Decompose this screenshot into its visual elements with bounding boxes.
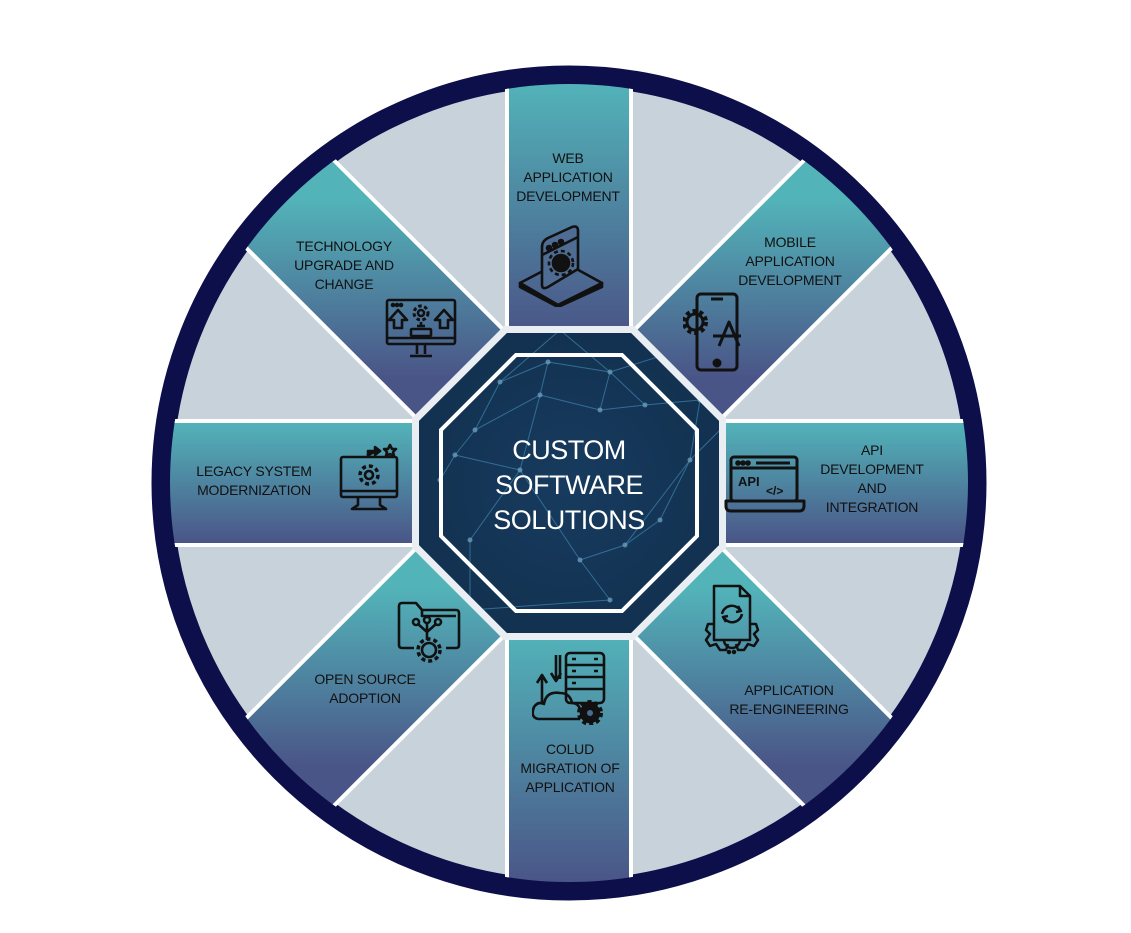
segment-label-legacy: LEGACY SYSTEM MODERNIZATION xyxy=(174,462,334,500)
center-octagon-outline xyxy=(439,353,699,613)
label-line: CHANGE xyxy=(314,276,374,292)
label-line: APPLICATION xyxy=(523,169,613,185)
monitor-upgrade-arrows-icon xyxy=(384,298,458,360)
network-node xyxy=(497,379,503,385)
network-line xyxy=(659,459,691,521)
center-title-line: CUSTOM xyxy=(512,435,626,465)
segment-label-open-source: OPEN SOURCE ADOPTION xyxy=(285,670,445,708)
monitor-gear-upgrade-icon xyxy=(338,441,402,513)
document-sync-gear-icon xyxy=(702,584,762,660)
label-line: APPLICATION xyxy=(525,779,615,795)
segment-label-web-app: WEB APPLICATION DEVELOPMENT xyxy=(488,149,648,206)
label-line: TECHNOLOGY xyxy=(295,238,392,254)
label-line: ADOPTION xyxy=(329,690,401,706)
network-node xyxy=(537,392,543,398)
network-node xyxy=(622,542,628,548)
network-node xyxy=(577,557,583,563)
network-line xyxy=(499,361,549,383)
label-line: LEGACY SYSTEM xyxy=(196,463,312,479)
network-line xyxy=(469,469,521,541)
label-line: DEVELOPMENT xyxy=(738,272,842,288)
center-title: CUSTOM SOFTWARE SOLUTIONS xyxy=(469,433,669,538)
network-node xyxy=(687,457,693,463)
api-laptop-icon: API </> xyxy=(724,454,806,514)
network-node xyxy=(545,359,551,365)
network-node xyxy=(597,407,603,413)
network-node xyxy=(517,467,523,473)
center-title-line: SOLUTIONS xyxy=(493,505,645,535)
svg-text:</>: </> xyxy=(766,484,783,498)
network-line xyxy=(624,459,691,546)
network-line xyxy=(469,599,611,611)
svg-text:API: API xyxy=(738,474,760,489)
network-node xyxy=(642,402,648,408)
folder-gear-network-icon xyxy=(396,600,462,664)
label-line: MOBILE xyxy=(764,234,816,250)
cloud-server-migration-icon xyxy=(532,651,608,725)
network-line xyxy=(474,394,541,431)
label-line: UPGRADE AND xyxy=(294,257,394,273)
network-node xyxy=(452,452,458,458)
network-node xyxy=(607,597,613,603)
network-line xyxy=(609,371,646,406)
label-line: MIGRATION OF xyxy=(520,760,620,776)
label-line: WEB xyxy=(552,150,584,166)
network-line xyxy=(644,399,701,406)
network-line xyxy=(539,394,601,411)
network-node xyxy=(472,427,478,433)
label-line: DEVELOPMENT xyxy=(820,461,924,477)
web-window-gear-icon xyxy=(516,225,606,307)
segment-label-api: API DEVELOPMENT AND INTEGRATION xyxy=(792,441,952,517)
label-line: APPLICATION xyxy=(744,682,834,698)
segment-label-re-engineering: APPLICATION RE-ENGINEERING xyxy=(709,681,869,719)
network-line xyxy=(454,454,521,471)
label-line: AND xyxy=(857,480,887,496)
label-line: OPEN SOURCE xyxy=(314,671,416,687)
label-line: COLUD xyxy=(545,741,594,757)
mobile-app-gear-icon xyxy=(683,292,755,374)
network-line xyxy=(454,429,476,456)
network-line xyxy=(624,519,661,546)
label-line: DEVELOPMENT xyxy=(516,188,620,204)
center-title-line: SOFTWARE xyxy=(495,470,644,500)
segment-label-cloud-migration: COLUD MIGRATION OF APPLICATION xyxy=(490,740,650,797)
network-node xyxy=(467,537,473,543)
network-line xyxy=(579,559,611,601)
network-line xyxy=(474,381,501,431)
network-line xyxy=(539,361,549,396)
network-node xyxy=(607,369,613,375)
network-line xyxy=(599,371,611,411)
center-octagon xyxy=(419,333,719,633)
segment-label-mobile-app: MOBILE APPLICATION DEVELOPMENT xyxy=(710,233,870,290)
network-line xyxy=(547,361,611,373)
network-line xyxy=(579,544,626,561)
network-line xyxy=(519,469,581,561)
network-line xyxy=(599,404,646,411)
label-line: RE-ENGINEERING xyxy=(729,701,849,717)
segment-label-tech-upgrade: TECHNOLOGY UPGRADE AND CHANGE xyxy=(264,237,424,294)
network-line xyxy=(559,333,611,373)
label-line: API xyxy=(861,442,883,458)
label-line: MODERNIZATION xyxy=(197,482,311,498)
label-line: INTEGRATION xyxy=(825,499,919,515)
label-line: APPLICATION xyxy=(745,253,835,269)
network-line xyxy=(519,394,541,471)
network-node xyxy=(657,517,663,523)
